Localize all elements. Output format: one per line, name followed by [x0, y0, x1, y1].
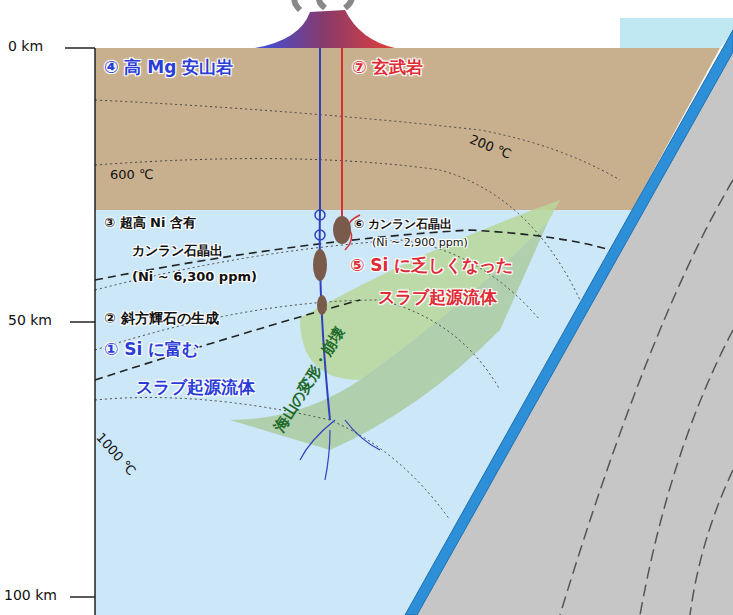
ocean [620, 18, 733, 48]
rock-label: ⑦ 玄武岩 [352, 58, 423, 78]
process-label: ⑥ カンラン石晶出 [354, 218, 452, 232]
depth-label: 50 km [8, 312, 52, 328]
process-label: (Ni ~ 2,900 ppm) [372, 237, 468, 250]
smoke [294, 0, 351, 10]
depth-axis [65, 48, 95, 615]
fluid-label: ① Si に富む [104, 340, 199, 360]
seamount-deform [230, 222, 548, 450]
isotherm-label: 600 ℃ [110, 168, 154, 183]
fluid-label: スラブ起源流体 [378, 288, 497, 308]
depth-label: 0 km [8, 38, 43, 54]
phase-boundaries [95, 230, 610, 380]
slab-dashes [560, 180, 733, 615]
depth-label: 100 km [4, 587, 57, 603]
rock-label: ④ 高 Mg 安山岩 [104, 58, 233, 78]
process-label: ② 斜方輝石の生成 [104, 310, 219, 326]
process-label: ③ 超高 Ni 含有 [104, 216, 196, 231]
crust [95, 48, 720, 210]
bubbles [315, 210, 325, 240]
fluid-label: ⑤ Si に乏しくなった [350, 256, 513, 276]
olivine-droplets [313, 216, 351, 315]
fluid-label: スラブ起源流体 [136, 378, 255, 398]
volcano [255, 10, 395, 48]
isotherms [95, 100, 620, 520]
process-label: カンラン石晶出 [132, 244, 223, 259]
process-label: (Ni ~ 6,300 ppm) [132, 270, 257, 285]
